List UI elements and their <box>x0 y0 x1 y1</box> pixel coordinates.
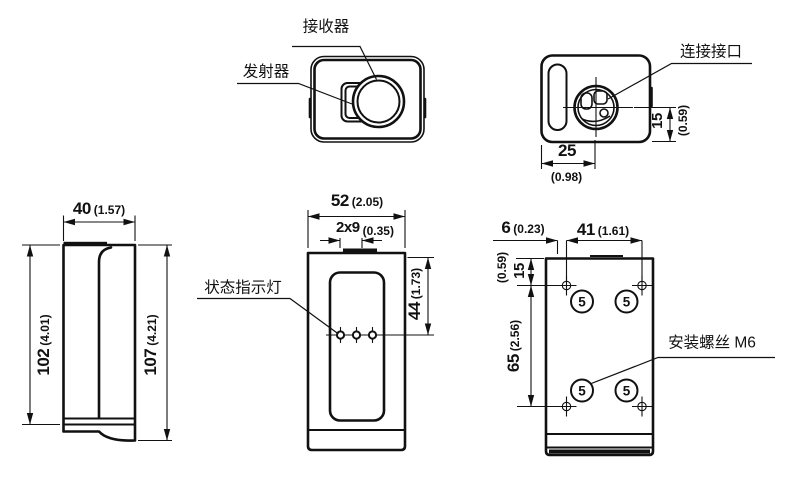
dim-body-in: (4.01) <box>38 314 52 346</box>
hole-crosshair-bl <box>517 396 577 417</box>
front-led-in: (1.73) <box>409 267 423 300</box>
screw-balloon-tl <box>570 289 594 314</box>
connector-view <box>540 54 752 169</box>
dim-body-mm: 102 <box>34 348 53 376</box>
dim-back-edge: 6(0.23) <box>501 219 544 237</box>
connector-leader <box>607 62 752 100</box>
receiver-lens-inner <box>356 79 401 124</box>
back-holes-top-mm: 15 <box>511 263 528 279</box>
back-body-outline <box>544 257 655 457</box>
receiver-label: 接收器 <box>302 18 350 36</box>
receiver-lens-outer <box>351 74 406 129</box>
dim-front-led: 44 (1.73) <box>405 267 424 321</box>
back-bottom-lines <box>546 433 653 449</box>
front-tab-mm: 2x9 <box>336 219 360 236</box>
dim-connector-width-in: (0.98) <box>548 169 582 185</box>
status-led-label: 状态指示灯 <box>204 279 282 297</box>
side-bottom-lines <box>63 417 135 426</box>
connector-key-chord <box>581 115 611 123</box>
ext-40 <box>62 215 136 241</box>
transmitter-label: 发射器 <box>242 63 290 81</box>
side-top-tab <box>63 241 107 246</box>
screw-balloon-tl-label: 5 <box>578 294 586 309</box>
screw-leader <box>589 356 775 385</box>
connector-pin-b <box>593 90 608 105</box>
transmitter-leader <box>237 82 353 105</box>
screw-balloon-br-label: 5 <box>623 383 631 398</box>
connector-body-outline <box>540 54 652 144</box>
dim-front-width: 52(2.05) <box>331 192 383 210</box>
mounting-screw-label: 安装螺丝 M6 <box>668 334 756 352</box>
front-tab-in: (0.35) <box>362 224 394 238</box>
dim-back-holes-top-mm: 15 <box>511 263 528 279</box>
receiver-leader <box>292 45 378 80</box>
connector-height-in: (0.59) <box>676 104 690 137</box>
front-view <box>197 210 434 452</box>
screw-balloon-bl <box>570 378 594 403</box>
dim-overall-in: (4.21) <box>145 314 159 346</box>
back-edge-in: (0.23) <box>513 222 545 236</box>
dim-body-height: 102 (4.01) <box>34 314 53 376</box>
side-front-edge <box>97 246 113 419</box>
connector-side-slot <box>547 63 568 131</box>
dim-back-holes-width: 41(1.61) <box>577 221 629 239</box>
back-holes-top-in: (0.59) <box>495 251 509 284</box>
side-view <box>22 215 172 442</box>
connector-pin-c <box>599 108 609 118</box>
connector-pin-a <box>580 92 593 110</box>
ext-2x9 <box>339 238 363 248</box>
status-led-leader <box>197 297 339 335</box>
connector-height-mm: 15 <box>649 113 666 129</box>
connector-width-in: (0.98) <box>550 170 583 184</box>
hole-tl <box>561 280 572 291</box>
back-edge-mm: 6 <box>501 218 511 237</box>
hole-br <box>637 401 647 412</box>
status-led-2 <box>351 330 362 340</box>
front-window <box>328 271 386 422</box>
top-view <box>237 45 427 143</box>
connector-width-mm: 25 <box>558 141 576 160</box>
front-width-mm: 52 <box>330 191 349 210</box>
dim-back-holes-top-in: (0.59) <box>494 252 510 286</box>
top-body-inner <box>313 58 422 140</box>
status-led-1 <box>335 330 346 340</box>
dim-back-holes-vertical: 65 (2.56) <box>504 319 523 373</box>
screw-balloon-tr <box>614 289 639 314</box>
dim-depth-in: (1.57) <box>93 203 126 217</box>
dim-depth-mm: 40 <box>72 199 91 218</box>
top-side-notches <box>308 97 427 119</box>
ext-41 <box>565 240 643 281</box>
back-view: 5 5 5 5 <box>493 237 775 457</box>
front-width-in: (2.05) <box>351 195 384 209</box>
back-holes-width-mm: 41 <box>576 220 595 239</box>
hole-bl <box>561 401 572 412</box>
dim-front-tab: 2x9(0.35) <box>336 219 394 238</box>
hole-crosshair-br <box>632 396 652 417</box>
hole-tr <box>637 280 647 291</box>
connector-ring-outer <box>573 84 619 131</box>
dim-connector-height-mm: 15 <box>649 113 666 129</box>
dim-depth: 40(1.57) <box>73 200 125 218</box>
front-body-outline <box>306 251 407 452</box>
connector-ring-inner <box>577 88 615 127</box>
connector-port-label: 连接接口 <box>679 43 743 61</box>
screw-balloon-br <box>614 378 639 403</box>
dim-connector-height-in: (0.59) <box>675 105 691 139</box>
screw-balloon-bl-label: 5 <box>578 383 586 398</box>
front-top-tab <box>343 248 377 254</box>
dim-connector-width-mm: 25 <box>558 142 576 160</box>
back-holes-vertical-mm: 65 <box>504 354 523 373</box>
dim-overall-height: 107 (4.21) <box>141 314 160 376</box>
side-body-outline <box>62 243 137 442</box>
status-led-3 <box>367 330 378 340</box>
screw-balloon-tr-label: 5 <box>623 294 631 309</box>
back-holes-width-in: (1.61) <box>597 224 630 238</box>
back-holes-vertical-in: (2.56) <box>508 319 522 352</box>
dim-overall-mm: 107 <box>141 348 160 376</box>
front-led-mm: 44 <box>405 302 424 321</box>
